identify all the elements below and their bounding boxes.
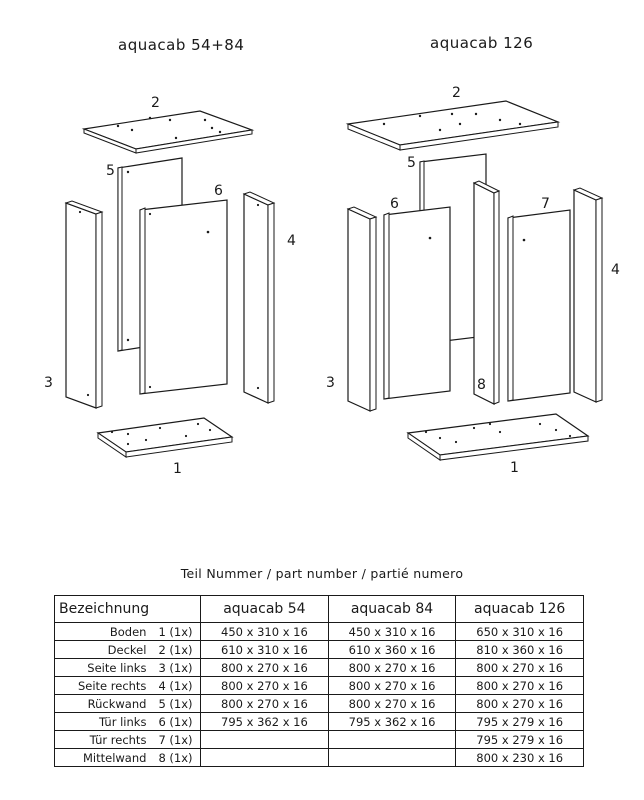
left-part-2-top-panel	[81, 110, 255, 154]
table-row: Rückwand 5 (1x) 800 x 270 x 16 800 x 270…	[54, 694, 584, 713]
left-label-1: 1	[173, 461, 182, 477]
right-assembly	[345, 100, 604, 461]
row-size-84: 800 x 270 x 16	[327, 658, 457, 677]
header-aquacab-54: aquacab 54	[200, 595, 329, 623]
row-name: Deckel	[54, 640, 155, 659]
right-part-3-side-left	[346, 206, 378, 412]
right-label-2: 2	[452, 85, 461, 101]
left-label-4: 4	[287, 233, 296, 249]
header-bezeichnung: Bezeichnung	[53, 595, 202, 623]
left-diagram-title: aquacab 54+84	[118, 36, 245, 54]
row-size-84	[327, 748, 457, 767]
row-name: Tür rechts	[54, 730, 155, 749]
row-size-126: 650 x 310 x 16	[455, 622, 584, 641]
row-part-number: 1 (1x)	[154, 622, 202, 641]
left-label-2: 2	[151, 95, 160, 111]
row-name: Rückwand	[54, 694, 155, 713]
row-name: Seite links	[54, 658, 155, 677]
row-size-54	[200, 748, 329, 767]
row-size-54: 795 x 362 x 16	[200, 712, 329, 731]
left-part-3-side-left	[64, 200, 104, 409]
parts-caption: Teil Nummer / part number / partié numer…	[180, 566, 464, 581]
row-size-84: 450 x 310 x 16	[327, 622, 457, 641]
table-row: Tür rechts 7 (1x) 795 x 279 x 16	[54, 730, 584, 749]
table-row: Seite rechts 4 (1x) 800 x 270 x 16 800 x…	[54, 676, 584, 695]
table-header-row: Bezeichnung aquacab 54 aquacab 84 aquaca…	[53, 595, 584, 623]
right-part-7-door-right	[507, 209, 571, 402]
right-part-1-bottom-panel	[406, 413, 590, 461]
row-part-number: 7 (1x)	[154, 730, 202, 749]
row-size-126: 810 x 360 x 16	[455, 640, 584, 659]
row-size-54: 800 x 270 x 16	[200, 676, 329, 695]
row-size-126: 800 x 270 x 16	[455, 694, 584, 713]
right-label-3: 3	[326, 375, 335, 391]
row-name: Tür links	[54, 712, 155, 731]
row-size-84: 795 x 362 x 16	[327, 712, 457, 731]
right-label-4: 4	[611, 262, 620, 278]
table-row: Boden 1 (1x) 450 x 310 x 16 450 x 310 x …	[54, 622, 584, 641]
right-part-2-top-panel	[345, 100, 561, 151]
right-label-7: 7	[541, 196, 550, 212]
right-part-8-middle-wall	[472, 180, 501, 405]
right-label-6: 6	[390, 196, 399, 212]
table-row: Mittelwand 8 (1x) 800 x 230 x 16	[54, 748, 584, 767]
right-label-5: 5	[407, 155, 416, 171]
row-part-number: 8 (1x)	[154, 748, 202, 767]
left-part-6-door	[139, 199, 228, 395]
left-assembly	[64, 110, 276, 458]
left-label-5: 5	[106, 163, 115, 179]
table-row: Seite links 3 (1x) 800 x 270 x 16 800 x …	[54, 658, 584, 677]
parts-table: Bezeichnung aquacab 54 aquacab 84 aquaca…	[53, 595, 584, 767]
row-name: Mittelwand	[54, 748, 155, 767]
left-label-6: 6	[214, 183, 223, 199]
table-row: Deckel 2 (1x) 610 x 310 x 16 610 x 360 x…	[54, 640, 584, 659]
row-part-number: 6 (1x)	[154, 712, 202, 731]
row-part-number: 4 (1x)	[154, 676, 202, 695]
right-label-8: 8	[477, 377, 486, 393]
row-size-126: 795 x 279 x 16	[455, 730, 584, 749]
right-label-1: 1	[510, 460, 519, 476]
row-size-54: 800 x 270 x 16	[200, 694, 329, 713]
exploded-assembly-drawings	[64, 100, 604, 461]
row-size-84: 800 x 270 x 16	[327, 676, 457, 695]
row-size-126: 795 x 279 x 16	[455, 712, 584, 731]
row-size-54: 610 x 310 x 16	[200, 640, 329, 659]
left-label-3: 3	[44, 375, 53, 391]
row-part-number: 3 (1x)	[154, 658, 202, 677]
row-size-54: 800 x 270 x 16	[200, 658, 329, 677]
row-size-126: 800 x 270 x 16	[455, 676, 584, 695]
left-part-1-bottom-panel	[96, 417, 234, 458]
right-part-6-door-left	[383, 206, 451, 400]
row-size-84: 610 x 360 x 16	[327, 640, 457, 659]
row-size-84	[327, 730, 457, 749]
right-diagram-title: aquacab 126	[430, 34, 534, 52]
row-size-54: 450 x 310 x 16	[200, 622, 329, 641]
row-size-84: 800 x 270 x 16	[327, 694, 457, 713]
row-size-126: 800 x 230 x 16	[455, 748, 584, 767]
row-part-number: 5 (1x)	[154, 694, 202, 713]
row-size-126: 800 x 270 x 16	[455, 658, 584, 677]
table-row: Tür links 6 (1x) 795 x 362 x 16 795 x 36…	[54, 712, 584, 731]
right-part-4-side-right	[572, 187, 604, 403]
row-name: Seite rechts	[54, 676, 155, 695]
header-aquacab-84: aquacab 84	[327, 595, 457, 623]
row-part-number: 2 (1x)	[154, 640, 202, 659]
left-part-4-side-right	[242, 191, 276, 404]
row-size-54	[200, 730, 329, 749]
row-name: Boden	[54, 622, 155, 641]
header-aquacab-126: aquacab 126	[455, 595, 584, 623]
